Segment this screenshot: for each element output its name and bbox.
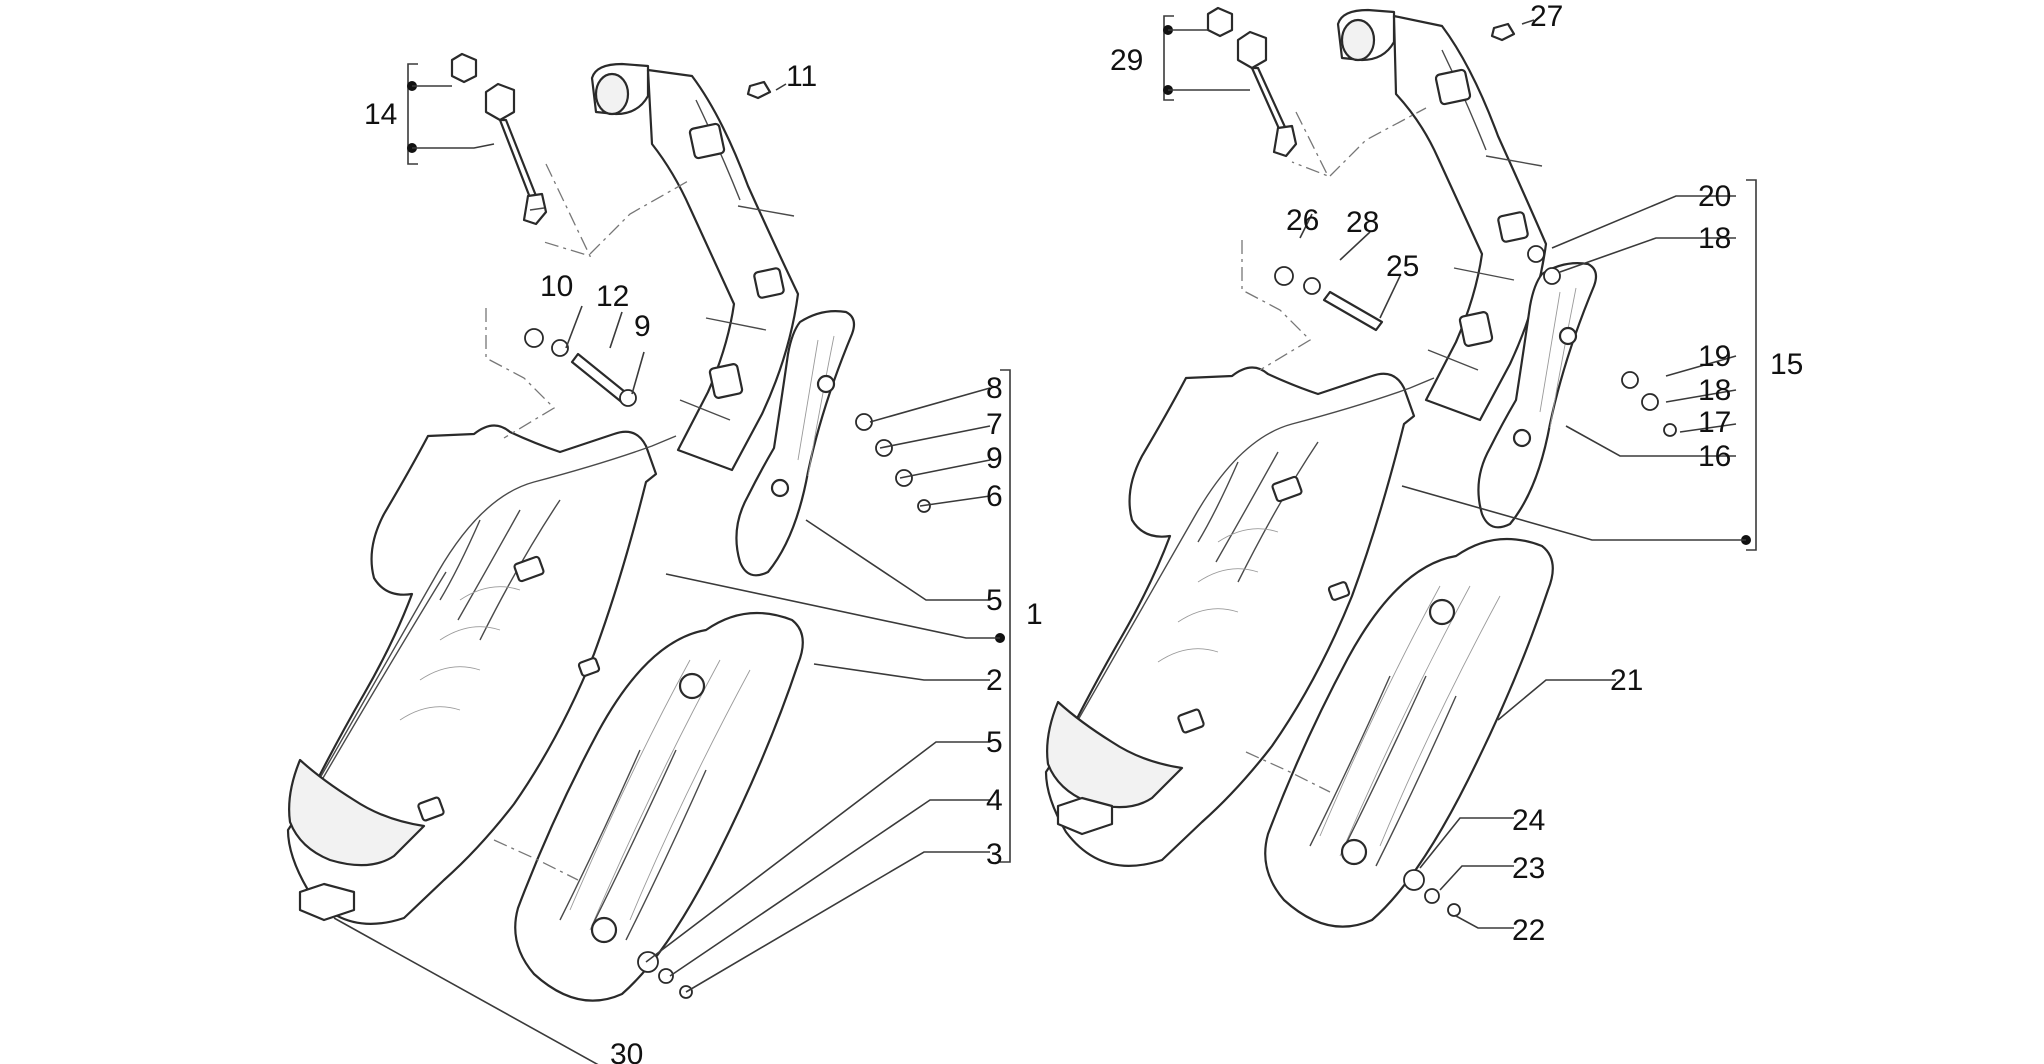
callout-9-upper: 8 — [986, 372, 1003, 405]
left-lambda-sensor — [450, 52, 548, 226]
callout-13: 12 — [596, 280, 629, 313]
callout-11: 10 — [540, 270, 573, 303]
left-exhaust-assembly — [286, 52, 1011, 1064]
left-heat-shield-large — [514, 611, 804, 1002]
callout-7: 6 — [986, 480, 1003, 513]
right-header-pipe — [1336, 8, 1548, 422]
callout-23: 23 — [1512, 852, 1545, 885]
callout-20: 20 — [1698, 180, 1731, 213]
callout-24: 24 — [1512, 804, 1545, 837]
callout-3: 3 — [986, 838, 1003, 871]
callout-17: 17 — [1698, 406, 1731, 439]
callout-2: 2 — [986, 664, 1003, 697]
right-heat-shield-large — [1264, 537, 1554, 928]
callout-29: 29 — [1110, 44, 1143, 77]
left-gasket-12 — [746, 80, 772, 100]
callout-26: 26 — [1286, 204, 1319, 237]
callout-18-lower: 18 — [1698, 374, 1731, 407]
callout-30: 30 — [610, 1038, 643, 1064]
left-header-pipe — [590, 62, 800, 472]
left-muffler-body — [286, 424, 677, 925]
callout-8: 7 — [986, 408, 1003, 441]
callout-10: 9 — [634, 310, 651, 343]
right-gasket-27 — [1490, 22, 1516, 42]
callout-14: 14 — [364, 98, 397, 131]
callout-22: 22 — [1512, 914, 1545, 947]
right-heat-shield-small — [1477, 262, 1598, 529]
left-fasteners — [524, 328, 931, 999]
right-muffler-body — [1044, 366, 1435, 867]
right-exhaust-assembly — [1044, 6, 1757, 929]
callout-16: 16 — [1698, 440, 1731, 473]
callout-4: 4 — [986, 784, 1003, 817]
callout-18-upper: 18 — [1698, 222, 1731, 255]
callout-15: 15 — [1770, 348, 1803, 381]
callout-1: 1 — [1026, 598, 1043, 631]
callout-6: 5 — [986, 584, 1003, 617]
callout-5: 5 — [986, 726, 1003, 759]
callout-12: 11 — [786, 60, 817, 93]
callout-19: 19 — [1698, 340, 1731, 373]
callout-9-lower: 9 — [986, 442, 1003, 475]
left-heat-shield-small — [735, 310, 856, 577]
callout-labels: 14 11 10 12 9 8 7 9 6 5 1 2 5 4 3 30 29 … — [364, 0, 1803, 1064]
callout-21: 21 — [1610, 664, 1643, 697]
callout-25: 25 — [1386, 250, 1419, 283]
callout-27: 27 — [1530, 0, 1563, 33]
callout-28: 28 — [1346, 206, 1379, 239]
right-fasteners — [1274, 245, 1677, 917]
right-lambda-sensor — [1206, 6, 1298, 158]
